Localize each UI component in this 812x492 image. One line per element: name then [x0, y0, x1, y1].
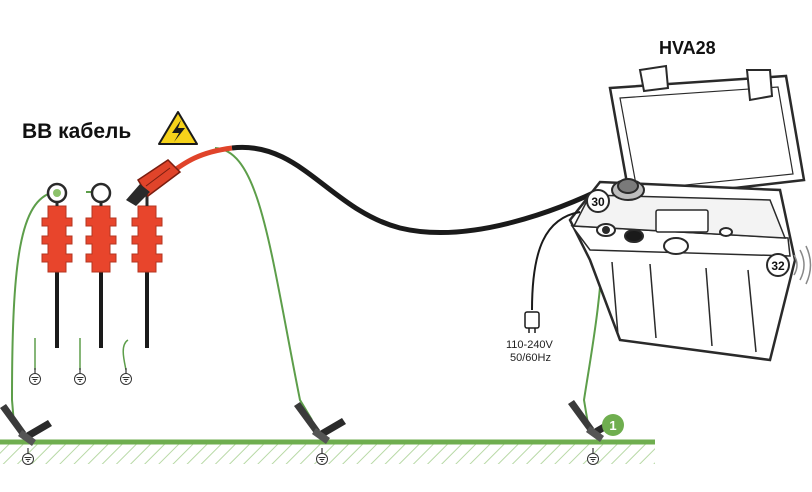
hv-cable	[166, 144, 612, 235]
callout-32-label: 32	[771, 259, 785, 273]
alligator-clamp-icon	[294, 402, 346, 444]
insulator-3	[122, 194, 163, 371]
hva28-device	[568, 64, 806, 362]
callout-32: 32	[766, 253, 790, 277]
callout-1: 1	[602, 414, 624, 436]
high-voltage-warning-icon	[158, 111, 198, 145]
ground-surface	[0, 439, 655, 464]
ground-symbol-icon	[28, 367, 42, 386]
hv-clamp	[126, 159, 182, 206]
power-spec-frequency: 50/60Hz	[510, 352, 551, 364]
insulator-2	[79, 182, 117, 370]
callout-1-label: 1	[609, 418, 616, 433]
power-plug-icon	[524, 311, 540, 333]
insulator-1	[34, 182, 73, 370]
power-cord	[531, 211, 581, 311]
cable-label: ВВ кабель	[22, 120, 131, 143]
callout-30: 30	[586, 189, 610, 213]
callout-30-label: 30	[591, 195, 605, 209]
wireless-signal-icon	[793, 245, 812, 285]
device-name: HVA28	[659, 38, 716, 58]
ground-symbol-icon	[119, 367, 133, 386]
power-spec-voltage: 110-240V	[506, 339, 554, 351]
ground-symbol-icon	[73, 367, 87, 386]
